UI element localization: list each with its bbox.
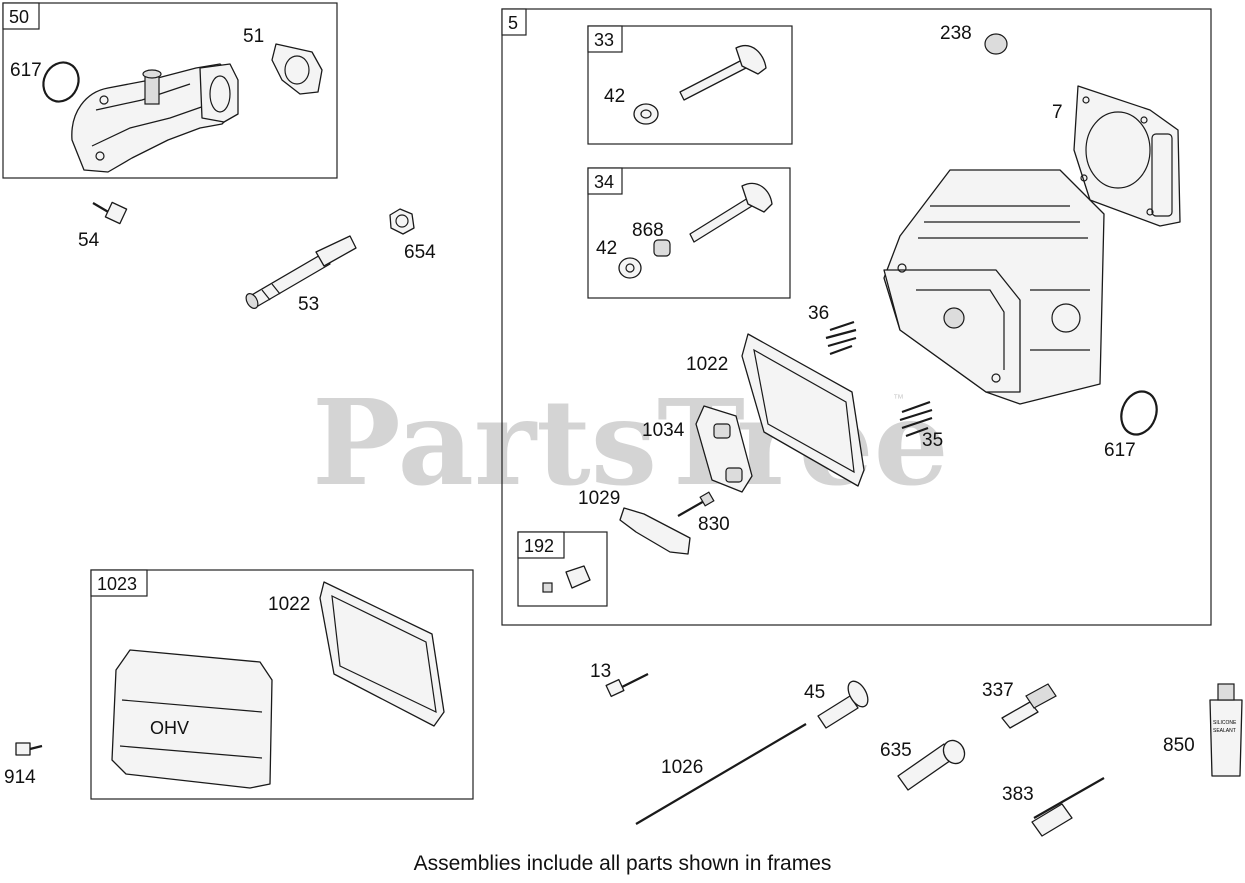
frame-33-tag: 33 [594, 30, 614, 50]
o-ring-617-top[interactable] [37, 57, 85, 108]
label-830: 830 [698, 514, 730, 535]
frame-1023[interactable]: 1023 [90, 569, 474, 800]
spark-plug-337[interactable] [1001, 683, 1057, 729]
frame-50[interactable]: 50 [2, 2, 338, 179]
frame-50-tag: 50 [9, 7, 29, 27]
nut-654[interactable] [389, 208, 415, 235]
retainer-42-bottom[interactable] [618, 257, 642, 279]
rocker-cover[interactable]: OHV [111, 649, 273, 789]
head-gasket-7[interactable] [1073, 85, 1181, 227]
breather-reed-1029[interactable] [619, 507, 691, 555]
sleeve-635[interactable] [897, 737, 969, 791]
valve-spring-36[interactable] [825, 320, 857, 356]
plug-238[interactable] [984, 33, 1008, 55]
cylinder-head[interactable] [883, 169, 1105, 405]
label-1026: 1026 [661, 757, 703, 778]
label-383: 383 [1002, 784, 1034, 805]
sealant-tube-850[interactable]: SILICONE SEALANT [1209, 683, 1243, 777]
frame-33[interactable]: 33 [587, 25, 793, 145]
bolt-914[interactable] [15, 742, 43, 756]
breather-plate-1034[interactable] [695, 405, 753, 493]
label-51: 51 [243, 26, 264, 47]
valve-33[interactable] [679, 45, 767, 101]
frame-192-tag: 192 [524, 536, 554, 556]
valve-seal-868[interactable] [653, 239, 671, 257]
o-ring-617-head[interactable] [1116, 387, 1163, 440]
label-7: 7 [1052, 102, 1063, 123]
rocker-gasket-1022-lower[interactable] [319, 581, 445, 727]
label-42-top: 42 [604, 86, 625, 107]
tube-label-line1: SILICONE [1213, 720, 1237, 726]
footer-caption: Assemblies include all parts shown in fr… [413, 852, 832, 875]
label-617-head: 617 [1104, 440, 1136, 461]
bolt-13[interactable] [605, 673, 649, 698]
label-337: 337 [982, 680, 1014, 701]
label-850: 850 [1163, 735, 1195, 756]
label-1022-upper: 1022 [686, 354, 728, 375]
frame-34-tag: 34 [594, 172, 614, 192]
tube-label-line2: SEALANT [1213, 728, 1236, 734]
label-53: 53 [298, 294, 319, 315]
valve-guide-45[interactable] [817, 678, 872, 729]
adjuster-screws-192[interactable] [542, 565, 591, 593]
label-868: 868 [632, 220, 664, 241]
tool-383[interactable] [1031, 777, 1105, 837]
label-617-top: 617 [10, 60, 42, 81]
frame-192[interactable]: 192 [517, 531, 608, 607]
rocker-cover-ohv-marking: OHV [150, 718, 189, 738]
rocker-gasket-1022-upper[interactable] [741, 333, 865, 487]
frame-5[interactable]: 5 [501, 8, 1212, 626]
intake-gasket-51[interactable] [271, 43, 323, 95]
intake-manifold[interactable] [71, 63, 239, 173]
frame-5-tag: 5 [508, 13, 518, 33]
watermark-trademark: ™ [893, 393, 904, 405]
label-914: 914 [4, 767, 36, 788]
label-1022-lower: 1022 [268, 594, 310, 615]
valve-spring-35[interactable] [899, 400, 933, 438]
label-238: 238 [940, 23, 972, 44]
label-35: 35 [922, 430, 943, 451]
label-1029: 1029 [578, 488, 620, 509]
label-54: 54 [78, 230, 100, 251]
label-36: 36 [808, 303, 829, 324]
label-42-bottom: 42 [596, 238, 617, 259]
valve-34[interactable] [689, 182, 773, 243]
label-45: 45 [804, 682, 825, 703]
frame-34[interactable]: 34 [587, 167, 791, 299]
push-rod-1026[interactable] [635, 723, 807, 825]
retainer-42-top[interactable] [633, 103, 659, 125]
label-1034: 1034 [642, 420, 685, 441]
label-654: 654 [404, 242, 436, 263]
stud-830[interactable] [677, 491, 715, 517]
label-13: 13 [590, 661, 611, 682]
label-635: 635 [880, 740, 912, 761]
breather-tube-53[interactable] [244, 235, 357, 310]
bolt-54[interactable] [92, 201, 128, 225]
frame-1023-tag: 1023 [97, 574, 137, 594]
